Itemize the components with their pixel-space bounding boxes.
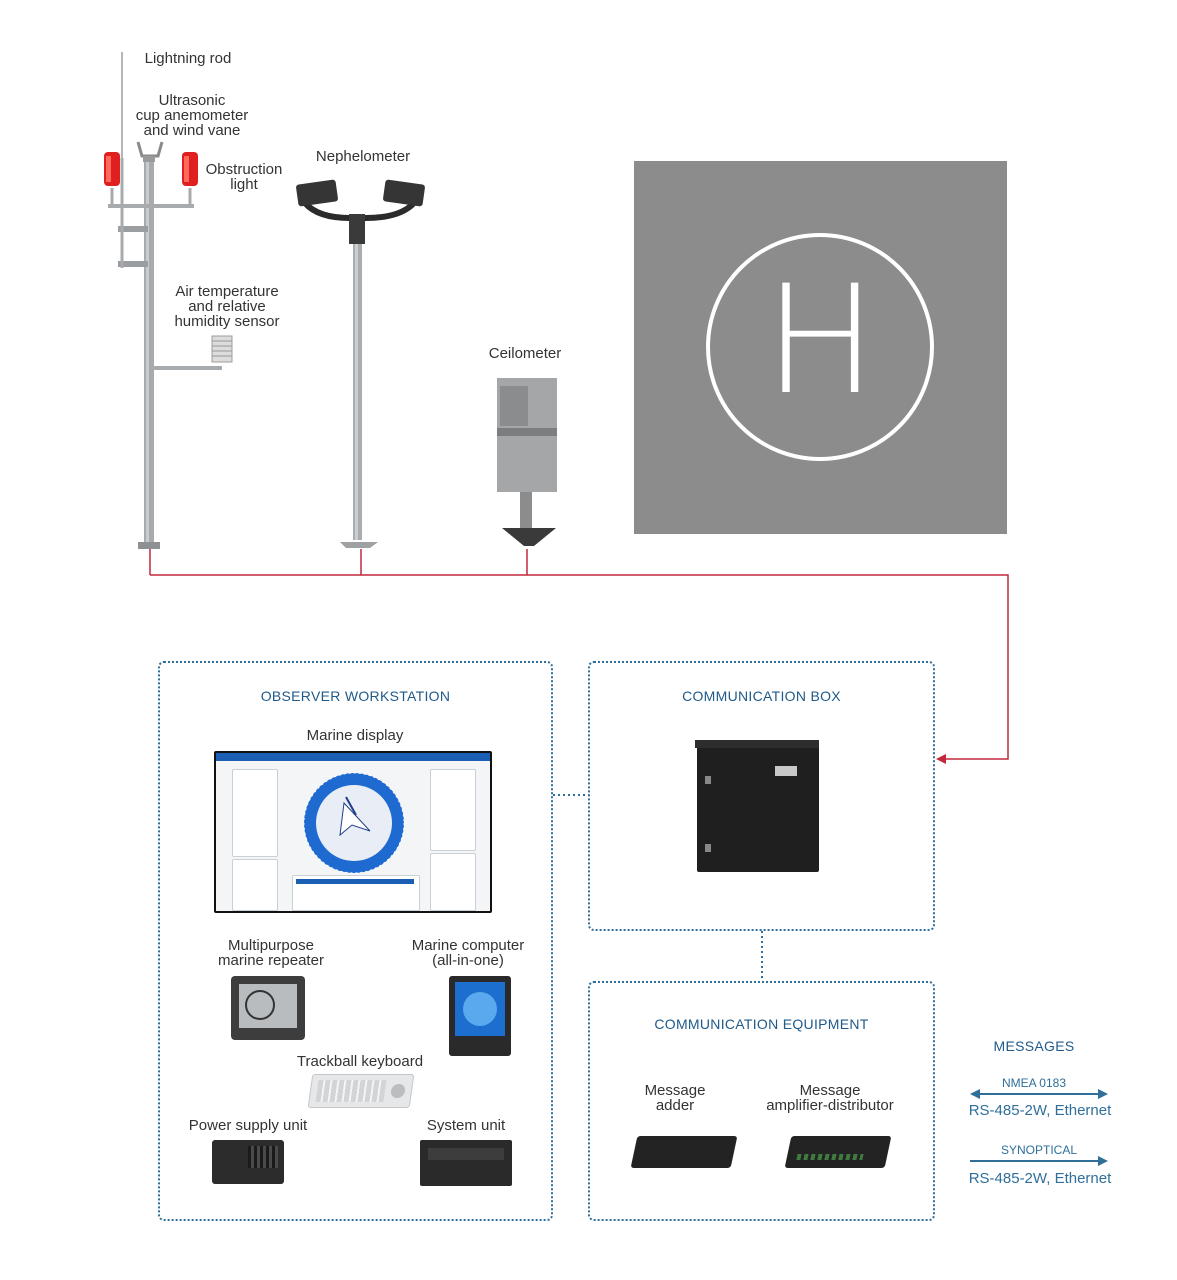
link-arrowhead bbox=[936, 754, 946, 764]
communication-equipment-title: COMMUNICATION EQUIPMENT bbox=[654, 1016, 869, 1032]
lightning-rod-label: Lightning rod bbox=[144, 50, 232, 67]
bottom-info-bar bbox=[296, 879, 414, 884]
nmea-interface: RS-485-2W, Ethernet bbox=[968, 1102, 1112, 1119]
sensor-link-line bbox=[149, 549, 1009, 760]
keyboard-label: Trackball keyboard bbox=[296, 1053, 424, 1070]
obstruction-light-label: Obstruction light bbox=[205, 161, 283, 193]
message-amplifier-device bbox=[784, 1136, 892, 1168]
obstruction-light-right bbox=[182, 152, 198, 186]
trackball-keyboard bbox=[307, 1074, 415, 1108]
repeater-gauge bbox=[245, 990, 275, 1020]
system-unit bbox=[420, 1140, 512, 1186]
nmea-arrow bbox=[970, 1089, 1108, 1099]
system-unit-panel bbox=[428, 1148, 504, 1160]
message-adder-label: Message adder bbox=[644, 1082, 706, 1114]
nephelometer-label: Nephelometer bbox=[315, 148, 411, 165]
helipad-letter: H bbox=[764, 254, 877, 428]
cabinet-plate bbox=[775, 766, 797, 776]
cabinet-lock-bottom bbox=[705, 844, 711, 852]
observer-workstation-box bbox=[158, 661, 553, 1221]
marine-repeater bbox=[231, 976, 305, 1040]
repeater-screen bbox=[239, 984, 297, 1028]
temp-humidity-sensor bbox=[152, 335, 233, 370]
communication-box-title: COMMUNICATION BOX bbox=[682, 688, 841, 704]
marine-display-label: Marine display bbox=[306, 727, 404, 744]
synoptical-tag: SYNOPTICAL bbox=[1000, 1143, 1078, 1157]
synoptical-arrow bbox=[970, 1156, 1108, 1166]
communication-box-cabinet bbox=[695, 740, 819, 872]
obstruction-light-left bbox=[104, 152, 120, 186]
left-panel-bottom bbox=[232, 859, 278, 911]
right-panel-bottom bbox=[430, 853, 476, 911]
display-header-bar bbox=[216, 753, 490, 761]
system-unit-label: System unit bbox=[426, 1117, 506, 1134]
display-screen bbox=[216, 753, 490, 911]
left-panel bbox=[232, 769, 278, 857]
helipad-icon bbox=[706, 233, 934, 461]
nmea-tag: NMEA 0183 bbox=[1001, 1076, 1067, 1090]
marine-display bbox=[214, 751, 492, 913]
communication-equipment-box bbox=[588, 981, 935, 1221]
weather-mast bbox=[108, 52, 194, 549]
message-adder-device bbox=[630, 1136, 738, 1168]
box-connectors bbox=[553, 794, 763, 981]
message-amplifier-label: Message amplifier-distributor bbox=[766, 1082, 894, 1114]
psu-fins bbox=[248, 1146, 278, 1168]
anemometer-label: Ultrasonic cup anemometer and wind vane bbox=[135, 92, 249, 139]
ceilometer-label: Ceilometer bbox=[488, 345, 562, 362]
power-supply-unit bbox=[212, 1140, 284, 1184]
psu-label: Power supply unit bbox=[188, 1117, 308, 1134]
amplifier-ports bbox=[796, 1154, 864, 1160]
keyboard-keys bbox=[315, 1080, 387, 1102]
ceilometer bbox=[497, 378, 557, 546]
observer-workstation-title: OBSERVER WORKSTATION bbox=[260, 688, 451, 704]
radar-circle bbox=[463, 992, 497, 1026]
nephelometer bbox=[296, 179, 425, 548]
marine-computer-screen bbox=[455, 982, 505, 1036]
right-panel bbox=[430, 769, 476, 851]
synoptical-interface: RS-485-2W, Ethernet bbox=[968, 1170, 1112, 1187]
repeater-label: Multipurpose marine repeater bbox=[218, 937, 324, 969]
anemometer bbox=[136, 141, 164, 162]
compass-rose bbox=[303, 772, 405, 874]
temp-humidity-label: Air temperature and relative humidity se… bbox=[174, 283, 280, 330]
messages-title: MESSAGES bbox=[993, 1038, 1075, 1054]
cabinet-lock-top bbox=[705, 776, 711, 784]
marine-computer-label: Marine computer (all-in-one) bbox=[411, 937, 525, 969]
marine-computer bbox=[449, 976, 511, 1056]
communication-box-frame bbox=[588, 661, 935, 931]
helipad-panel: H bbox=[634, 161, 1007, 534]
cabinet-top bbox=[695, 740, 819, 748]
trackball bbox=[390, 1084, 406, 1098]
